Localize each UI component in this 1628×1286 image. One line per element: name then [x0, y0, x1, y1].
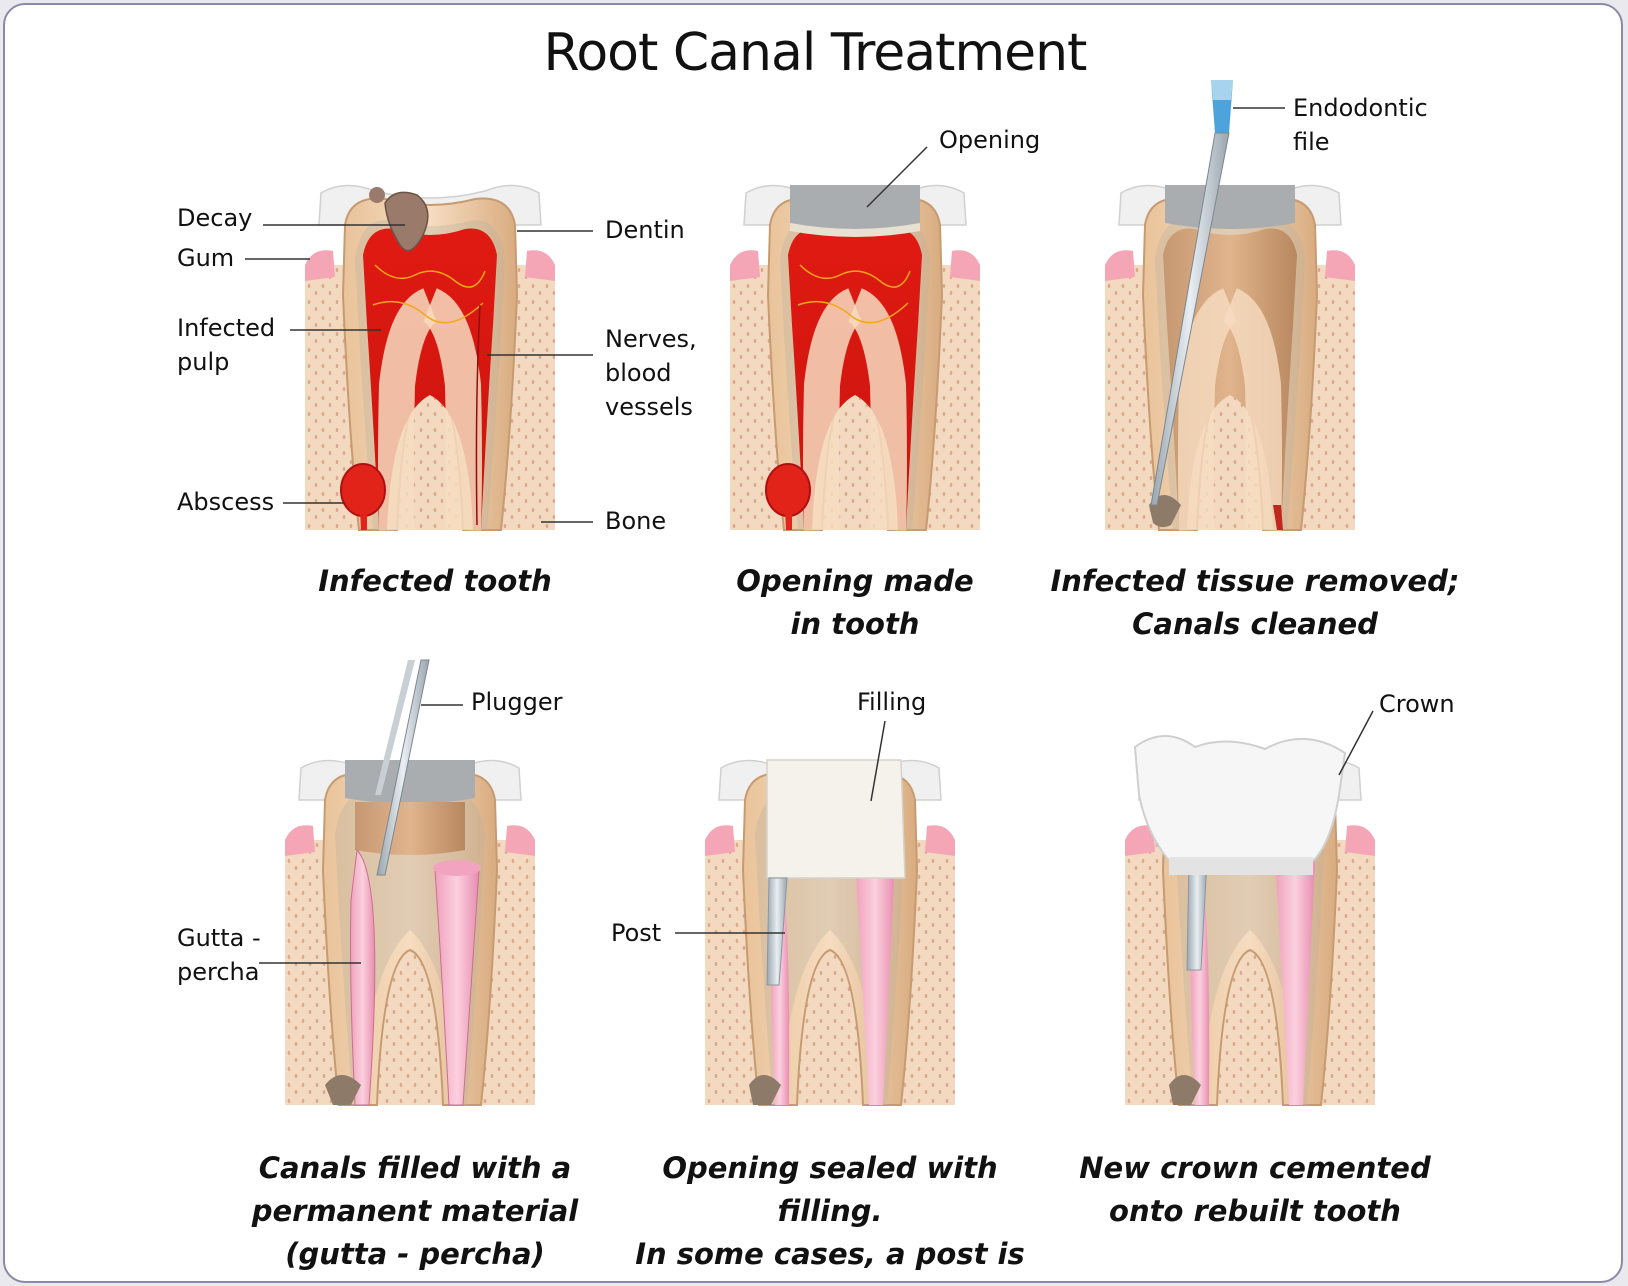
label-dentin: Dentin: [605, 216, 685, 244]
label-filling: Filling: [857, 688, 927, 716]
label-nerves: Nerves, blood vessels: [605, 325, 697, 421]
caption-step2: Opening made in tooth: [736, 564, 974, 641]
tooth-opening: [729, 184, 981, 531]
label-decay: Decay: [177, 204, 253, 232]
label-endodontic-file: Endodontic file: [1293, 94, 1428, 156]
label-gum: Gum: [177, 244, 235, 272]
plugger-tool: [375, 659, 430, 876]
label-bone: Bone: [605, 507, 667, 535]
tooth-filling: [704, 759, 956, 1106]
label-plugger: Plugger: [471, 688, 563, 716]
label-abscess: Abscess: [177, 488, 275, 516]
endodontic-file-tool: [1150, 80, 1233, 506]
tooth-gutta-percha: [284, 759, 536, 1106]
label-infected-pulp: Infected pulp: [177, 314, 276, 376]
label-crown: Crown: [1379, 690, 1455, 718]
diagram-frame: Root Canal Treatment: [3, 3, 1623, 1283]
tooth-infected: [304, 184, 556, 531]
leader-lines: [245, 107, 1374, 964]
caption-step1: Infected tooth: [318, 564, 552, 598]
tooth-cleaned: [1104, 184, 1356, 531]
tooth-crown: [1124, 759, 1376, 1106]
caption-step6: New crown cemented onto rebuilt tooth: [1079, 1151, 1431, 1228]
label-opening: Opening: [939, 126, 1041, 154]
label-gutta-percha: Gutta - percha: [177, 924, 261, 986]
caption-step4: Canals filled with a permanent material …: [251, 1151, 579, 1271]
diagram-art: [245, 80, 1376, 1106]
page-title: Root Canal Treatment: [543, 23, 1088, 83]
label-post: Post: [611, 919, 662, 947]
caption-step3: Infected tissue removed; Canals cleaned: [1050, 564, 1460, 641]
crown-cap: [1133, 735, 1347, 875]
caption-step5: Opening sealed with filling. In some cas…: [617, 1151, 1044, 1281]
